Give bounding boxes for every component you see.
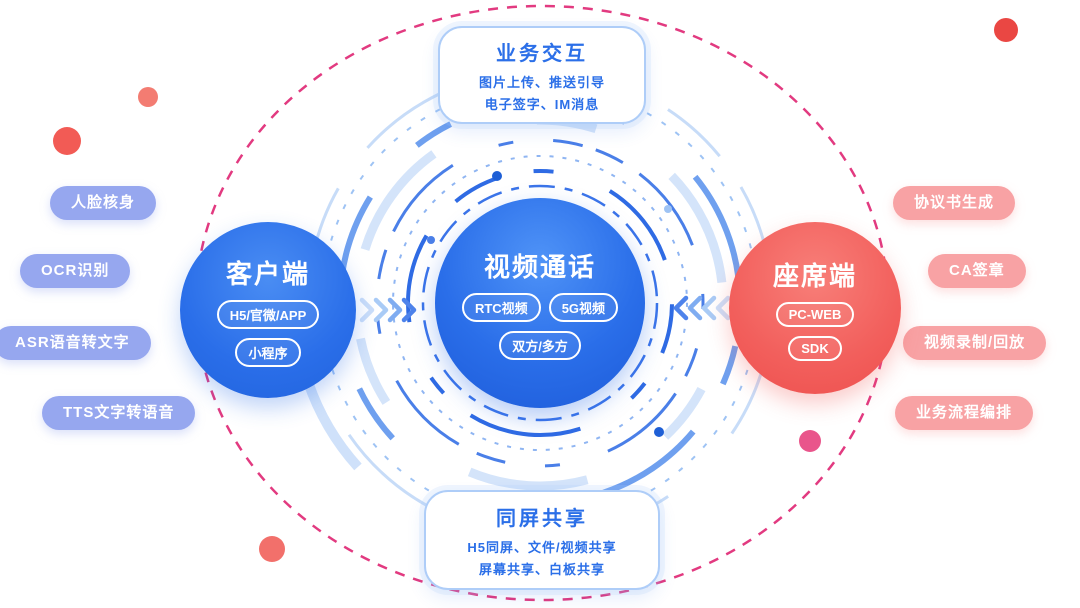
- capability-tag: TTS文字转语音: [42, 396, 196, 430]
- node-pill: H5/官微/APP: [216, 299, 320, 329]
- accent-dots: [53, 18, 1018, 562]
- badge-line: 屏幕共享、白板共享: [478, 562, 605, 577]
- video-call-node: 视频通话 RTC视频 5G视频 双方/多方: [435, 198, 645, 408]
- node-title: 客户端: [225, 258, 310, 289]
- node-title: 座席端: [772, 260, 857, 291]
- node-title: 视频通话: [483, 251, 596, 282]
- chevron-left-icon: [673, 295, 731, 321]
- node-pill: PC-WEB: [775, 301, 855, 327]
- badge-line: 电子签字、IM消息: [484, 97, 600, 112]
- node-pill: 5G视频: [548, 292, 619, 322]
- screen-sharing-badge: 同屏共享 H5同屏、文件/视频共享 屏幕共享、白板共享: [424, 490, 660, 590]
- business-interaction-badge: 业务交互 图片上传、推送引导 电子签字、IM消息: [438, 26, 646, 124]
- capability-tag: 视频录制/回放: [903, 326, 1047, 360]
- capability-tag: 业务流程编排: [895, 396, 1034, 430]
- node-pill: 小程序: [235, 337, 301, 367]
- badge-title: 业务交互: [496, 43, 588, 65]
- chevron-right-icon: [359, 297, 417, 323]
- capability-tag: 协议书生成: [893, 186, 1016, 220]
- badge-line: H5同屏、文件/视频共享: [467, 540, 617, 555]
- capability-tag: CA签章: [928, 254, 1026, 288]
- capability-tag: ASR语音转文字: [0, 326, 151, 360]
- node-pill: 双方/多方: [499, 330, 581, 360]
- agent-node: 座席端 PC-WEB SDK: [729, 222, 901, 394]
- badge-title: 同屏共享: [496, 508, 588, 530]
- pill-row: RTC视频 5G视频: [461, 292, 619, 322]
- badge-line: 图片上传、推送引导: [478, 75, 605, 90]
- capability-tag: OCR识别: [20, 254, 131, 288]
- node-pill: SDK: [788, 335, 842, 361]
- capability-tag: 人脸核身: [50, 186, 157, 220]
- node-pill: RTC视频: [461, 292, 541, 322]
- client-node: 客户端 H5/官微/APP 小程序: [180, 222, 356, 398]
